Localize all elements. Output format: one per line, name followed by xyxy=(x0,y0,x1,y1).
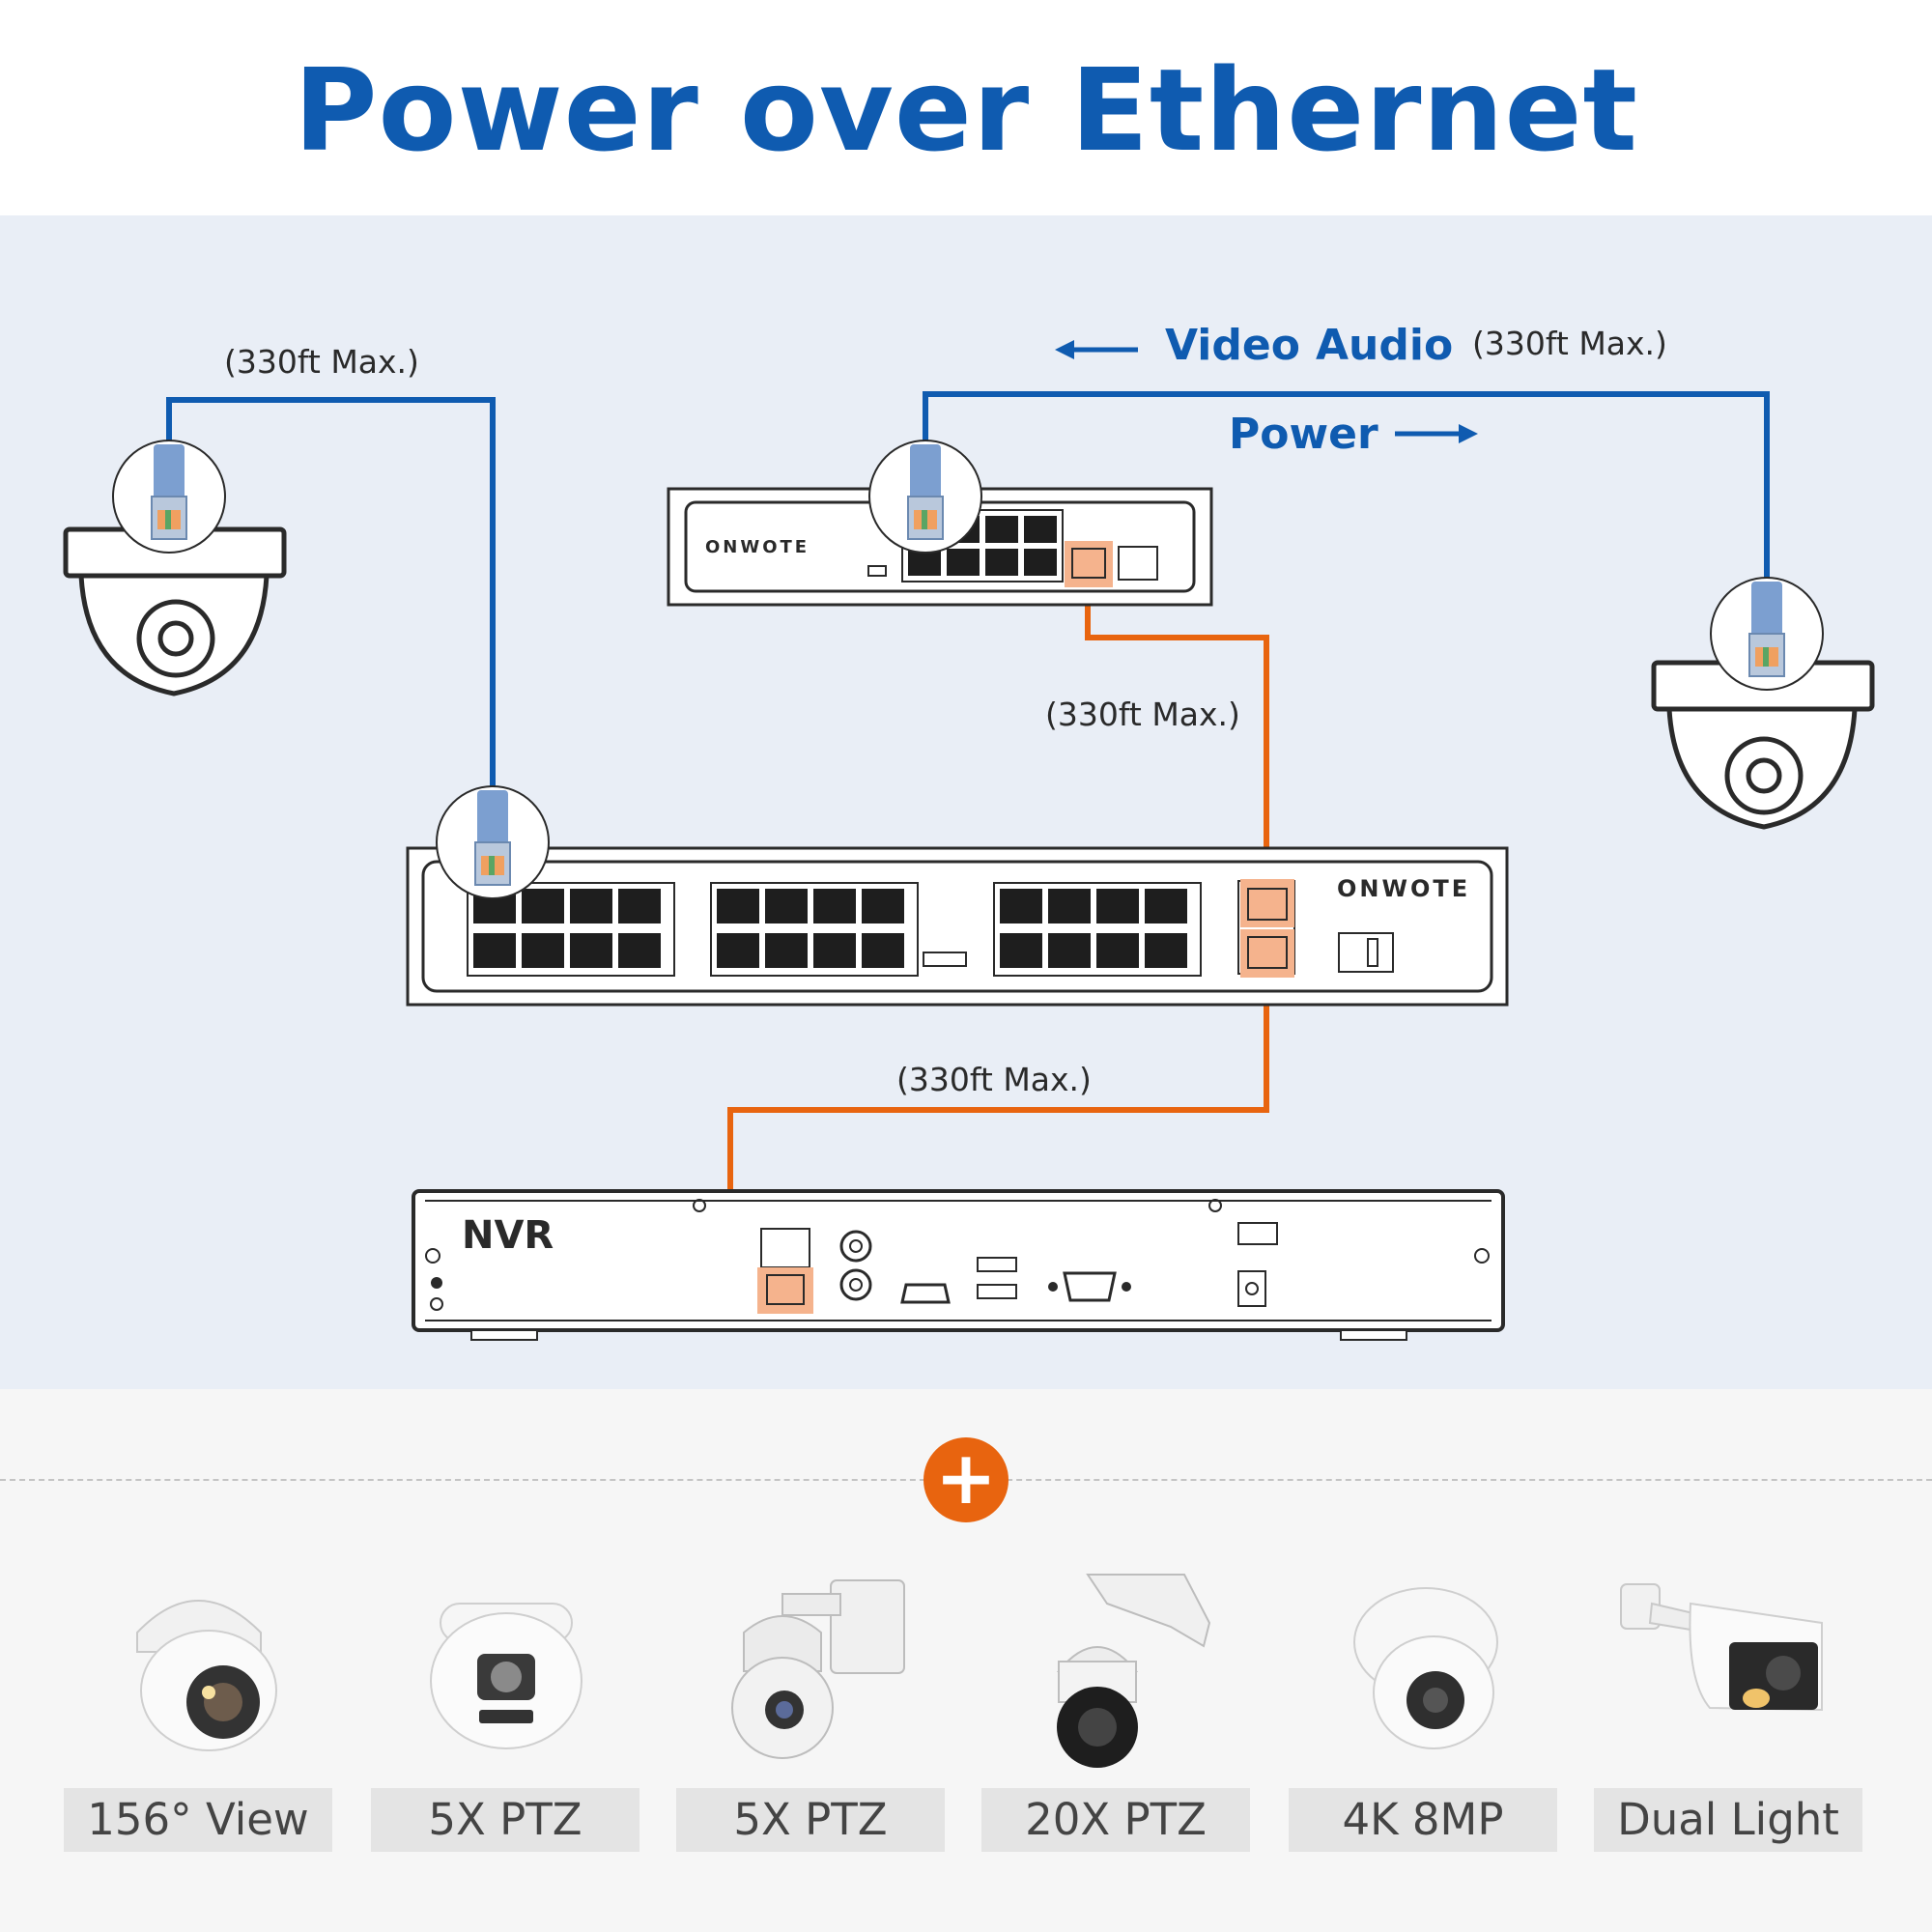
bullet-camera-icon xyxy=(1620,1583,1823,1712)
turret-camera-icon xyxy=(430,1603,582,1749)
video-label: Video xyxy=(1165,321,1300,370)
turret-camera-icon-4k xyxy=(1353,1587,1498,1749)
product-label-3: 5X PTZ xyxy=(676,1788,945,1852)
ptz-camera-icon xyxy=(731,1579,905,1759)
page-title: Power over Ethernet xyxy=(294,43,1638,177)
left-camera-cable xyxy=(166,397,496,831)
switch-ports-group-3 xyxy=(1000,889,1187,968)
arrow-left-icon xyxy=(1055,340,1138,359)
product-label-2: 5X PTZ xyxy=(371,1788,639,1852)
left-cable-length-label: (330ft Max.) xyxy=(224,343,419,381)
rj45-connector-icon-right xyxy=(1710,577,1824,691)
right-dome-camera xyxy=(1651,660,1875,830)
power-label: Power xyxy=(1229,410,1378,459)
rj45-connector-icon-top xyxy=(868,440,982,554)
product-label-1: 156° View xyxy=(64,1788,332,1852)
product-label-6: Dual Light xyxy=(1594,1788,1862,1852)
ptz-camera-icon-20x xyxy=(1056,1574,1211,1768)
dome-camera-icon xyxy=(136,1600,277,1751)
top-cable-length-label: (330ft Max.) xyxy=(1472,325,1667,362)
product-label-5: 4K 8MP xyxy=(1289,1788,1557,1852)
switch-ports-group-2 xyxy=(717,889,904,968)
rj45-connector-icon-switch xyxy=(436,785,550,899)
rj45-connector-icon-left xyxy=(112,440,226,554)
large-poe-switch xyxy=(406,846,1509,1007)
arrow-right-icon xyxy=(1395,424,1478,443)
audio-label: Audio xyxy=(1316,321,1454,370)
blue-cables xyxy=(166,391,1770,831)
right-camera-cable xyxy=(923,391,1770,609)
product-label-4: 20X PTZ xyxy=(981,1788,1250,1852)
nvr-cable-length-label: (330ft Max.) xyxy=(896,1061,1092,1098)
plus-icon: + xyxy=(923,1437,1009,1522)
uplink-cable-length-label: (330ft Max.) xyxy=(1045,696,1240,733)
large-switch-brand: ONWOTE xyxy=(1337,875,1471,902)
nvr-recorder xyxy=(412,1189,1505,1341)
left-dome-camera xyxy=(63,526,287,696)
small-switch-brand: ONWOTE xyxy=(705,537,810,557)
nvr-label: NVR xyxy=(462,1213,554,1258)
